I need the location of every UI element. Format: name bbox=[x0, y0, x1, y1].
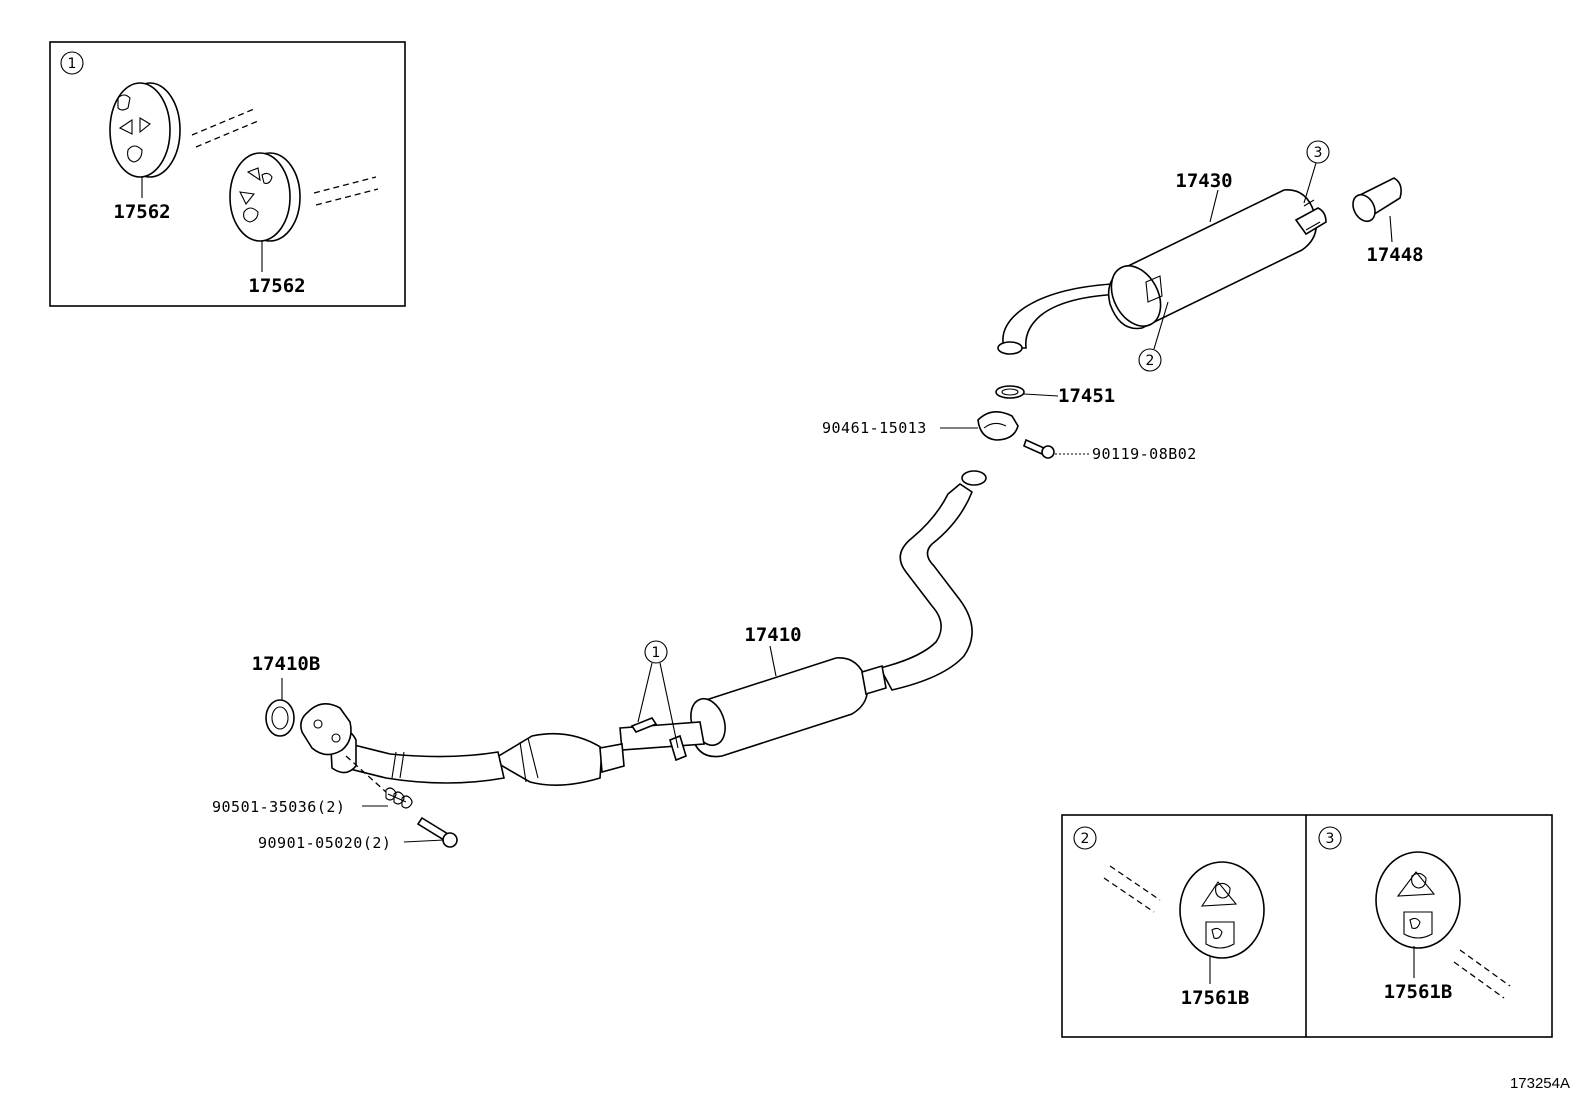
bolt-90119 bbox=[1023, 438, 1055, 459]
callout-circle-2-main bbox=[1138, 348, 1162, 372]
callout-circle-1-main bbox=[644, 640, 668, 664]
part-label-90119-08B02: 90119-08B02 bbox=[1092, 445, 1197, 463]
part-label-90461-15013: 90461-15013 bbox=[822, 419, 927, 437]
callout-number: 2 bbox=[1081, 831, 1090, 847]
part-label-17562: 17562 bbox=[113, 201, 170, 223]
part-label-17448: 17448 bbox=[1366, 244, 1423, 266]
hanger-rubber-17562-upper bbox=[109, 82, 181, 178]
part-label-17561B: 17561B bbox=[1384, 981, 1453, 1003]
hanger-rubber-17561B-right bbox=[1375, 851, 1461, 949]
part-label-17451: 17451 bbox=[1058, 385, 1115, 407]
stud-90501 bbox=[385, 787, 413, 809]
callout-number: 1 bbox=[652, 645, 661, 661]
callout-number: 3 bbox=[1326, 831, 1335, 847]
part-label-90901-05020: 90901-05020(2) bbox=[258, 834, 391, 852]
tailpipe-muffler-17430 bbox=[997, 189, 1327, 355]
gasket-17451 bbox=[995, 385, 1025, 399]
front-exhaust-pipe-17410 bbox=[300, 470, 987, 786]
clamp-90461 bbox=[977, 411, 1019, 441]
part-label-17561B: 17561B bbox=[1181, 987, 1250, 1009]
figure-id: 173254A bbox=[1510, 1075, 1570, 1092]
part-label-90501-35036: 90501-35036(2) bbox=[212, 798, 345, 816]
callout-circle-3-main bbox=[1306, 140, 1330, 164]
part-label-17410B: 17410B bbox=[252, 653, 321, 675]
callout-number: 3 bbox=[1314, 145, 1323, 161]
part-label-17562: 17562 bbox=[248, 275, 305, 297]
bolt-90901 bbox=[416, 816, 458, 848]
tail-extension-17448 bbox=[1352, 177, 1402, 223]
callout-number: 1 bbox=[68, 56, 77, 72]
gasket-17410B bbox=[265, 699, 295, 737]
hanger-rubber-17561B-left bbox=[1179, 861, 1265, 959]
part-label-17430: 17430 bbox=[1175, 170, 1232, 192]
hanger-rubber-17562-lower bbox=[229, 152, 301, 242]
callout-circle-1-inset bbox=[60, 51, 84, 75]
inset-box-2-3: 2 17561B 3 17561B bbox=[1061, 814, 1553, 1038]
callout-circle-3-inset bbox=[1318, 826, 1342, 850]
part-label-17410: 17410 bbox=[744, 624, 801, 646]
inset-box-1: 1 17562 17562 bbox=[49, 41, 406, 307]
callout-number: 2 bbox=[1146, 353, 1155, 369]
callout-circle-2-inset bbox=[1073, 826, 1097, 850]
